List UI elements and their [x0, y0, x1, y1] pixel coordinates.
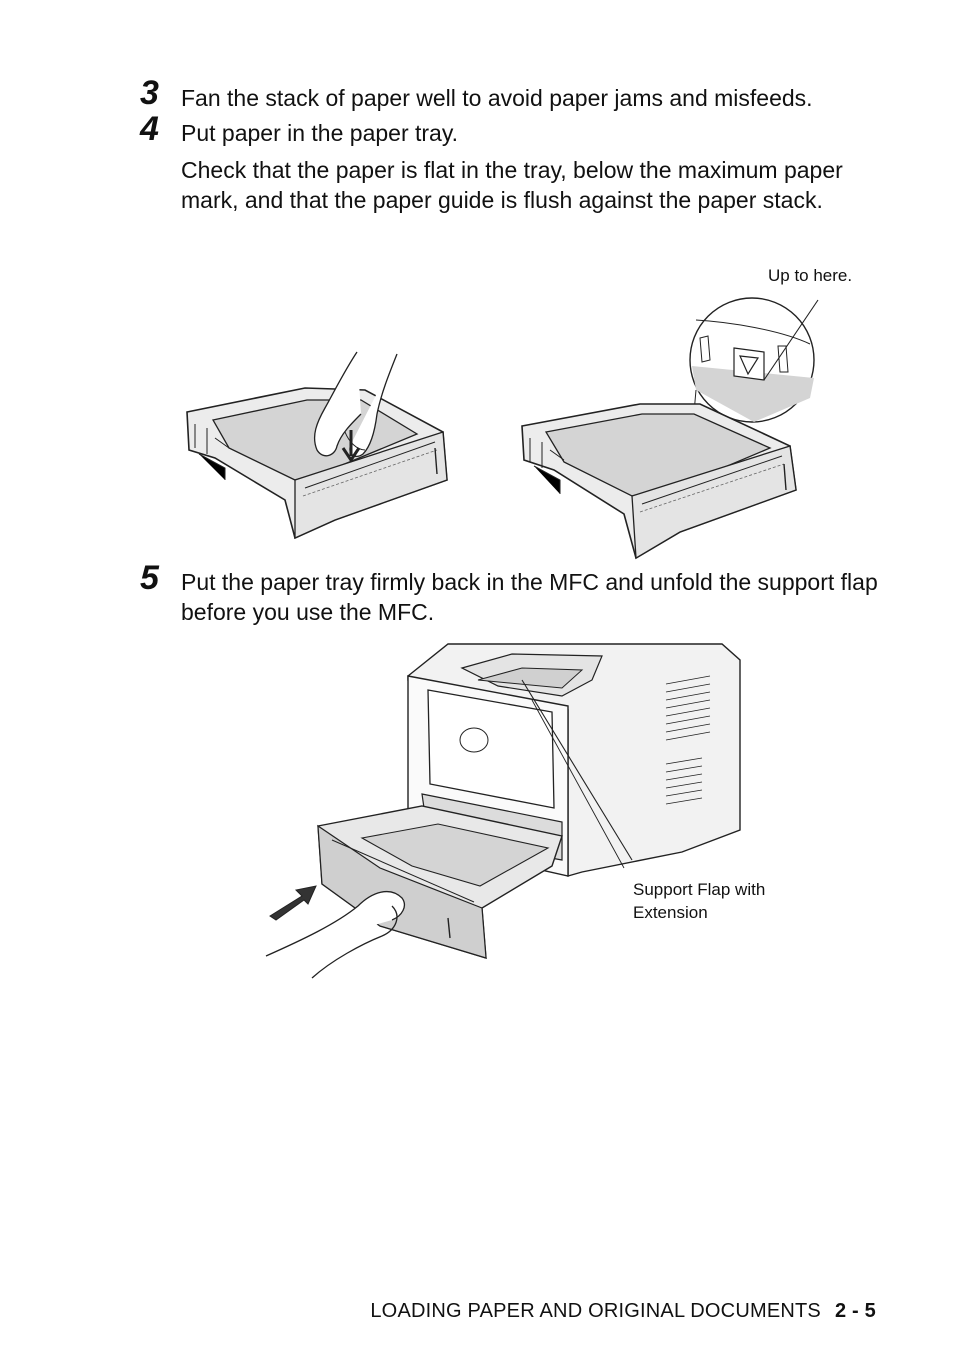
support-flap-label-line2: Extension [633, 903, 708, 922]
page-footer: LOADING PAPER AND ORIGINAL DOCUMENTS 2 - … [370, 1300, 876, 1323]
step-number-4: 4 [140, 110, 159, 148]
paper-tray-full-illustration [520, 300, 820, 562]
step-5-text: Put the paper tray firmly back in the MF… [181, 569, 878, 625]
step-4-text: Put paper in the paper tray. [181, 120, 459, 146]
footer-page-number: 2 - 5 [834, 1300, 876, 1322]
support-flap-label-line1: Support Flap with [633, 880, 766, 899]
up-to-here-label: Up to here. [768, 266, 853, 285]
step-number-5: 5 [140, 559, 159, 597]
paper-tray-loading-illustration [185, 350, 455, 545]
step-4-detail: Check that the paper is flat in the tray… [181, 157, 843, 213]
step-3-text: Fan the stack of paper well to avoid pap… [181, 85, 813, 111]
mfc-tray-insertion-illustration [262, 640, 752, 980]
step-number-3: 3 [140, 74, 159, 112]
footer-section-title: LOADING PAPER AND ORIGINAL DOCUMENTS [370, 1300, 821, 1322]
